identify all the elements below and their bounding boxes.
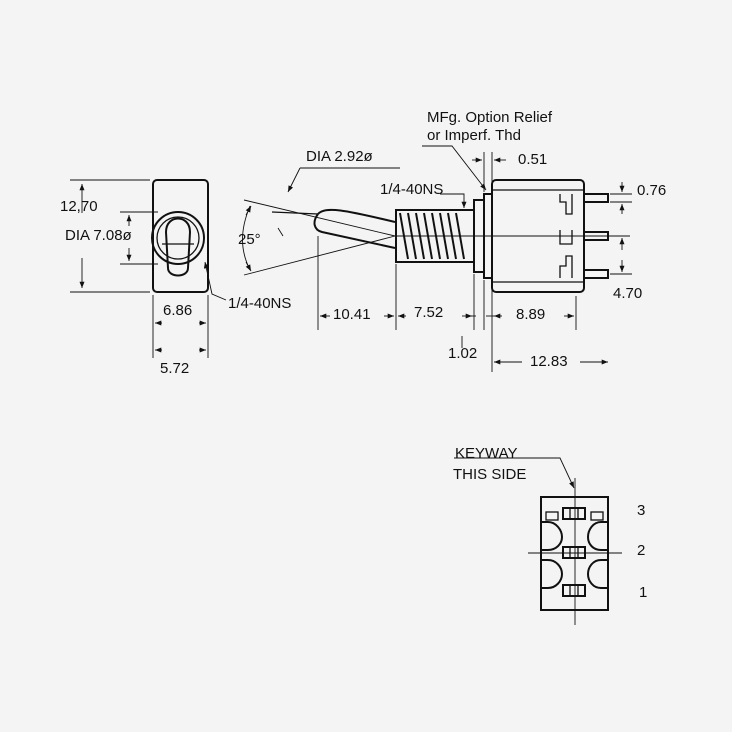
bottom-view	[454, 457, 622, 625]
flange-thickness-label: 1.02	[448, 345, 478, 362]
side-thread-label: 1/4-40NS	[228, 295, 292, 312]
height-dimension-label: 12,70	[60, 198, 98, 215]
bushing-length-label: 7.52	[414, 304, 444, 321]
relief-dimension-label: 0.51	[518, 151, 548, 168]
lever-length-label: 10.41	[333, 306, 371, 323]
keyway-label-line1: KEYWAY	[455, 445, 518, 462]
keyway-label-line2: THIS SIDE	[453, 466, 527, 483]
overall-length-label: 12.83	[530, 353, 568, 370]
bottom-view-body	[540, 496, 609, 611]
relief-note-line2: or Imperf. Thd	[427, 127, 521, 144]
body-length-label: 8.89	[516, 306, 546, 323]
width-outer-label: 5.72	[160, 360, 190, 377]
side-view	[70, 179, 227, 358]
side-view-bushing	[151, 211, 205, 265]
lever-diameter-label: DIA 2.92ø	[306, 148, 373, 165]
pin-1-label: 1	[639, 584, 648, 601]
side-view-lever	[164, 217, 192, 277]
pin-2-label: 2	[637, 542, 646, 559]
terminal-span-label: 4.70	[613, 285, 643, 302]
profile-thread-label: 1/4-40NS	[380, 181, 444, 198]
profile-view	[242, 145, 632, 372]
profile-view-lever	[317, 208, 396, 223]
width-inner-label: 6.86	[163, 302, 193, 319]
bushing-diameter-label: DIA 7.08ø	[65, 227, 132, 244]
lever-angle-label: 25°	[238, 231, 261, 248]
terminal-thickness-label: 0.76	[637, 182, 667, 199]
pin-3-label: 3	[637, 502, 646, 519]
relief-note-line1: MFg. Option Relief	[427, 109, 553, 126]
bottom-view-terminals	[562, 507, 586, 597]
